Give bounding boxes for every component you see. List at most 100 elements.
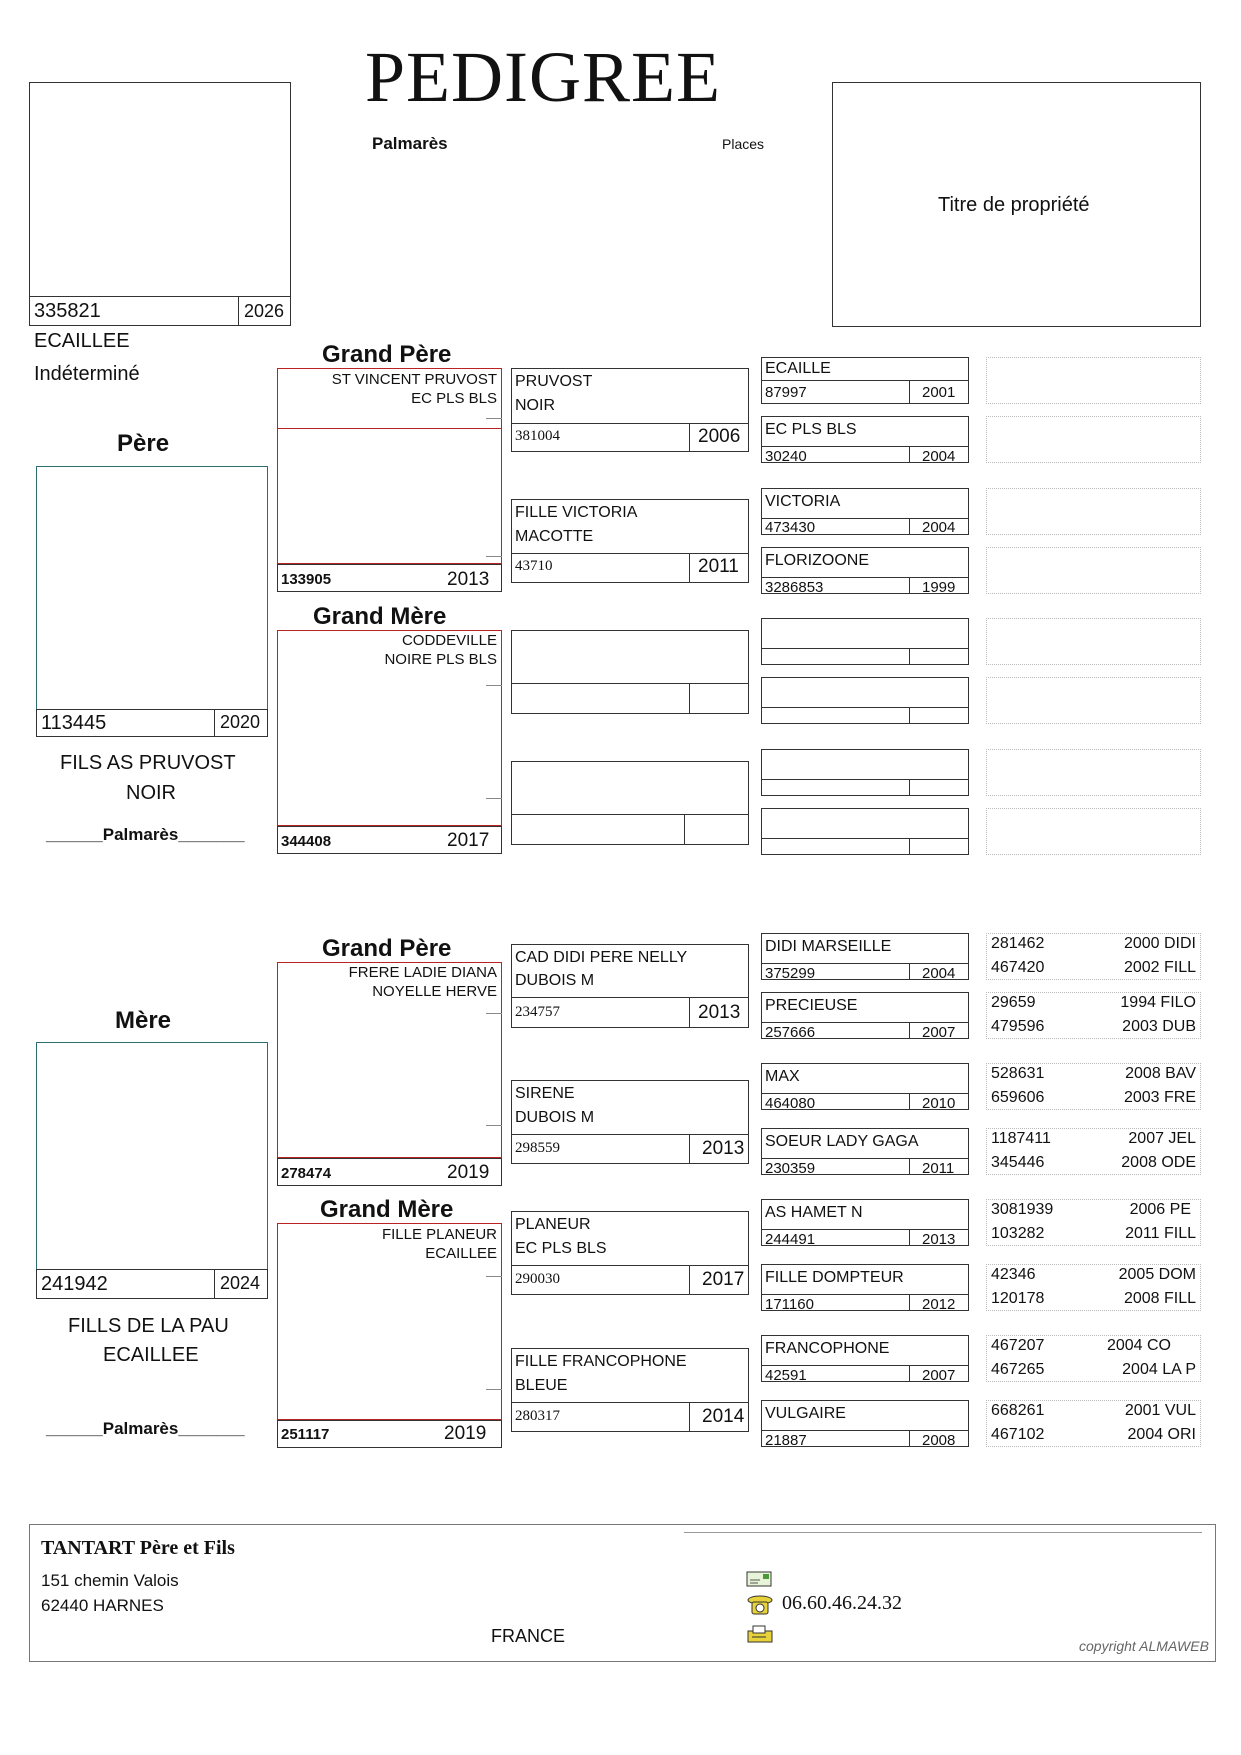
mere-grand-mere-name1: FILLE PLANEUR [381, 1226, 497, 1243]
mere-grand-mere-ring: 251117 [281, 1426, 330, 1443]
mere-gen3-card [511, 1348, 749, 1432]
card-divider [684, 814, 685, 844]
pere-gen4-empty [761, 749, 969, 796]
mere-gen4-year: 2007 [922, 1024, 956, 1041]
card-divider [761, 446, 969, 447]
mere-gen4-ring: 464080 [765, 1095, 816, 1112]
mere-gen4-card [761, 1264, 969, 1311]
mere-gen4-name: FILLE DOMPTEUR [765, 1269, 904, 1286]
pere-grand-mere-name1: CODDEVILLE [401, 632, 497, 649]
mere-gen4-ring: 375299 [765, 965, 816, 982]
mere-gen4-ring: 171160 [765, 1296, 814, 1313]
mere-gen4-name: PRECIEUSE [765, 997, 858, 1014]
gen5-empty [986, 749, 1201, 796]
mere-gen4-name: VULGAIRE [765, 1405, 846, 1422]
mere-gen4-year: 2013 [922, 1231, 956, 1248]
gen5-ring: 3081939 [991, 1201, 1054, 1218]
mere-gen4-card [761, 992, 969, 1039]
pere-gen3-empty [511, 761, 749, 845]
gen5-ring: 528631 [991, 1065, 1045, 1082]
pere-gp-father-name1: PRUVOST [515, 373, 593, 390]
pere-gen4-empty [761, 808, 969, 855]
gen5-info: 2004 CO [1106, 1337, 1171, 1354]
gen5-ring: 281462 [991, 935, 1045, 952]
card-divider [689, 683, 690, 714]
pere-gen3-card [511, 499, 749, 583]
pere-gen4-name: VICTORIA [765, 493, 841, 510]
gen5-info: 2008 ODE [1121, 1154, 1196, 1171]
mere-year: 2024 [220, 1273, 261, 1293]
mere-gen4-name: MAX [765, 1068, 800, 1085]
gen5-info: 2002 FILL [1123, 959, 1196, 976]
mere-grand-mere-year: 2019 [444, 1423, 487, 1444]
pere-gen3-card [511, 368, 749, 452]
card-divider [689, 553, 690, 583]
mere-palmares: ______Palmarès_______ [46, 1419, 245, 1438]
gen5-ring: 479596 [991, 1018, 1045, 1035]
gen5-card [986, 1400, 1201, 1447]
pere-gen4-year: 1999 [922, 579, 956, 596]
gen5-ring: 467265 [991, 1361, 1045, 1378]
gen5-card [986, 992, 1201, 1039]
pere-grand-mere-box [277, 630, 502, 826]
gen5-ring: 345446 [991, 1154, 1045, 1171]
mere-gen4-ring: 230359 [765, 1160, 816, 1177]
pere-grand-mere-ring: 344408 [281, 833, 332, 850]
gen5-card [986, 1335, 1201, 1382]
mere-gp-mother-ring: 298559 [515, 1140, 560, 1156]
pere-ring: 113445 [41, 712, 107, 734]
pere-gen4-card [761, 488, 969, 535]
mere-gen4-year: 2011 [922, 1160, 955, 1177]
pere-gp-father-name2: NOIR [515, 397, 555, 414]
pere-gen4-ring: 3286853 [765, 579, 824, 596]
card-divider [689, 423, 690, 452]
gen5-ring: 467420 [991, 959, 1045, 976]
card-divider [511, 423, 749, 424]
mere-gen4-name: SOEUR LADY GAGA [765, 1133, 919, 1150]
pere-grand-pere-name2: EC PLS BLS [411, 390, 497, 407]
gen5-empty [986, 488, 1201, 535]
owner-address2: 62440 HARNES [41, 1596, 164, 1615]
gen5-ring: 29659 [991, 994, 1036, 1011]
pere-grand-pere-box [277, 368, 502, 564]
mere-gm-father-year: 2017 [702, 1269, 745, 1290]
gen5-info: 2006 PE [1129, 1201, 1191, 1218]
mere-gm-mother-year: 2014 [702, 1406, 745, 1427]
owner-name: TANTART Père et Fils [41, 1537, 235, 1559]
mere-gen4-card [761, 1128, 969, 1175]
subject-year: 2026 [244, 301, 285, 321]
pere-gen4-ring: 87997 [765, 384, 807, 401]
pere-gen4-year: 2001 [922, 384, 956, 401]
gen5-info: 2005 DOM [1118, 1266, 1196, 1283]
mere-gen4-card [761, 933, 969, 980]
connector [486, 1125, 502, 1126]
pere-gp-mother-name1: FILLE VICTORIA [515, 504, 638, 521]
card-divider [761, 577, 969, 578]
pere-gen4-name: FLORIZOONE [765, 552, 870, 569]
title-box-label: Titre de propriété [938, 194, 1090, 216]
mere-gen4-card [761, 1335, 969, 1382]
pere-gen4-name: EC PLS BLS [765, 421, 857, 438]
mere-gm-father-name1: PLANEUR [515, 1216, 591, 1233]
mere-gen4-name: AS HAMET N [765, 1204, 863, 1221]
pere-grand-pere-ring-cell [277, 564, 502, 592]
card-divider [909, 577, 910, 594]
gen5-info: 2007 JEL [1128, 1130, 1196, 1147]
pere-gen4-empty [761, 677, 969, 724]
pere-grand-pere-label: Grand Père [322, 341, 452, 368]
mere-gen4-year: 2010 [922, 1095, 956, 1112]
mere-gm-father-ring: 290030 [515, 1271, 560, 1287]
card-divider [511, 683, 749, 684]
pere-name-line2: NOIR [126, 782, 176, 804]
mere-gen4-year: 2007 [922, 1367, 956, 1384]
mere-grand-mere-name2: ECAILLEE [425, 1245, 497, 1262]
card-divider [511, 553, 749, 554]
gen5-info: 2008 FILL [1123, 1290, 1196, 1307]
gen5-card [986, 1199, 1201, 1246]
gen5-info: 2004 ORI [1127, 1426, 1196, 1443]
pere-gen4-ring: 473430 [765, 519, 816, 536]
pere-label: Père [117, 430, 170, 457]
pere-gen4-year: 2004 [922, 519, 956, 536]
mere-name-line1: FILLS DE LA PAU [68, 1315, 229, 1337]
mere-grand-mere-ring-cell [277, 1420, 502, 1448]
